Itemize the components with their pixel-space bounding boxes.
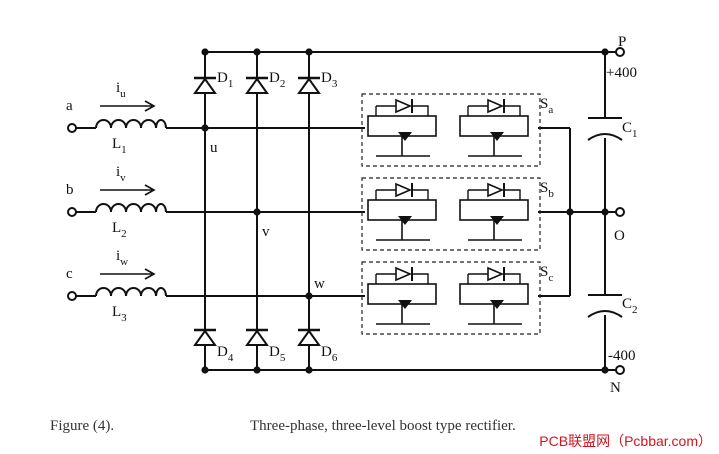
junction-dot — [253, 48, 261, 56]
current-arrow-icon — [100, 268, 156, 280]
inductor-label: L1 — [112, 136, 127, 156]
positive-voltage-label: +400 — [606, 65, 637, 81]
rectifier-diodes — [193, 76, 321, 346]
upper-diode-label: D1 — [217, 70, 233, 90]
input-node-label: c — [66, 266, 73, 282]
junction-dot — [305, 366, 313, 374]
junction-dot — [253, 366, 261, 374]
junction-dot — [305, 292, 313, 300]
switch-module — [361, 177, 541, 251]
switch-module — [361, 93, 541, 167]
switch-cell — [367, 266, 437, 325]
negative-voltage-label: -400 — [608, 348, 636, 364]
current-label: iw — [116, 248, 128, 268]
lower-diode-icon — [245, 328, 269, 346]
negative-terminal — [615, 365, 625, 375]
positive-terminal-label: P — [618, 34, 626, 50]
input-terminal-a — [67, 123, 77, 133]
upper-diode-label: D3 — [321, 70, 338, 90]
current-arrow-icon — [100, 100, 156, 112]
current-label: iu — [116, 80, 126, 100]
current-arrows — [100, 100, 156, 280]
upper-diode-icon — [193, 76, 217, 94]
input-node-label: b — [66, 182, 74, 198]
switch-module — [361, 261, 541, 335]
switch-cell — [367, 182, 437, 241]
junction-dot — [201, 48, 209, 56]
positive-terminal — [615, 47, 625, 57]
phase-node-label: w — [314, 276, 325, 292]
midpoint-terminal — [615, 207, 625, 217]
lower-diode-label: D5 — [269, 344, 286, 364]
phase-node-label: u — [210, 140, 218, 156]
input-terminal-b — [67, 207, 77, 217]
switch-label: Sa — [540, 96, 553, 116]
negative-terminal-label: N — [610, 380, 621, 396]
junction-dot — [601, 366, 609, 374]
input-node-label: a — [66, 98, 73, 114]
upper-diode-icon — [245, 76, 269, 94]
watermark: PCB联盟网（Pcbbar.com） — [539, 433, 712, 449]
junction-dot — [601, 208, 609, 216]
junction-dots — [201, 48, 609, 374]
phase-node-label: v — [262, 224, 270, 240]
current-arrow-icon — [100, 184, 156, 196]
junction-dot — [253, 208, 261, 216]
midpoint-terminal-label: O — [614, 228, 625, 244]
junction-dot — [566, 208, 574, 216]
switch-label: Sc — [540, 264, 553, 284]
lower-diode-icon — [297, 328, 321, 346]
lower-diode-label: D4 — [217, 344, 234, 364]
switch-cell — [459, 266, 529, 325]
inductor-label: L3 — [112, 304, 127, 324]
junction-dot — [305, 48, 313, 56]
inductor-label: L2 — [112, 220, 127, 240]
switch-cell — [367, 98, 437, 157]
capacitor-label: C1 — [622, 120, 638, 140]
upper-diode-icon — [297, 76, 321, 94]
junction-dot — [601, 48, 609, 56]
figure-title: Three-phase, three-level boost type rect… — [250, 418, 516, 434]
junction-dot — [201, 124, 209, 132]
upper-diode-label: D2 — [269, 70, 285, 90]
lower-diode-icon — [193, 328, 217, 346]
current-label: iv — [116, 164, 126, 184]
switch-cell — [459, 98, 529, 157]
terminals — [67, 47, 625, 375]
switch-label: Sb — [540, 180, 554, 200]
figure-number: Figure (4). — [50, 418, 114, 434]
junction-dot — [201, 366, 209, 374]
input-terminal-c — [67, 291, 77, 301]
lower-diode-label: D6 — [321, 344, 338, 364]
capacitor-label: C2 — [622, 296, 638, 316]
switch-cell — [459, 182, 529, 241]
bidirectional-switch-modules — [361, 93, 541, 335]
